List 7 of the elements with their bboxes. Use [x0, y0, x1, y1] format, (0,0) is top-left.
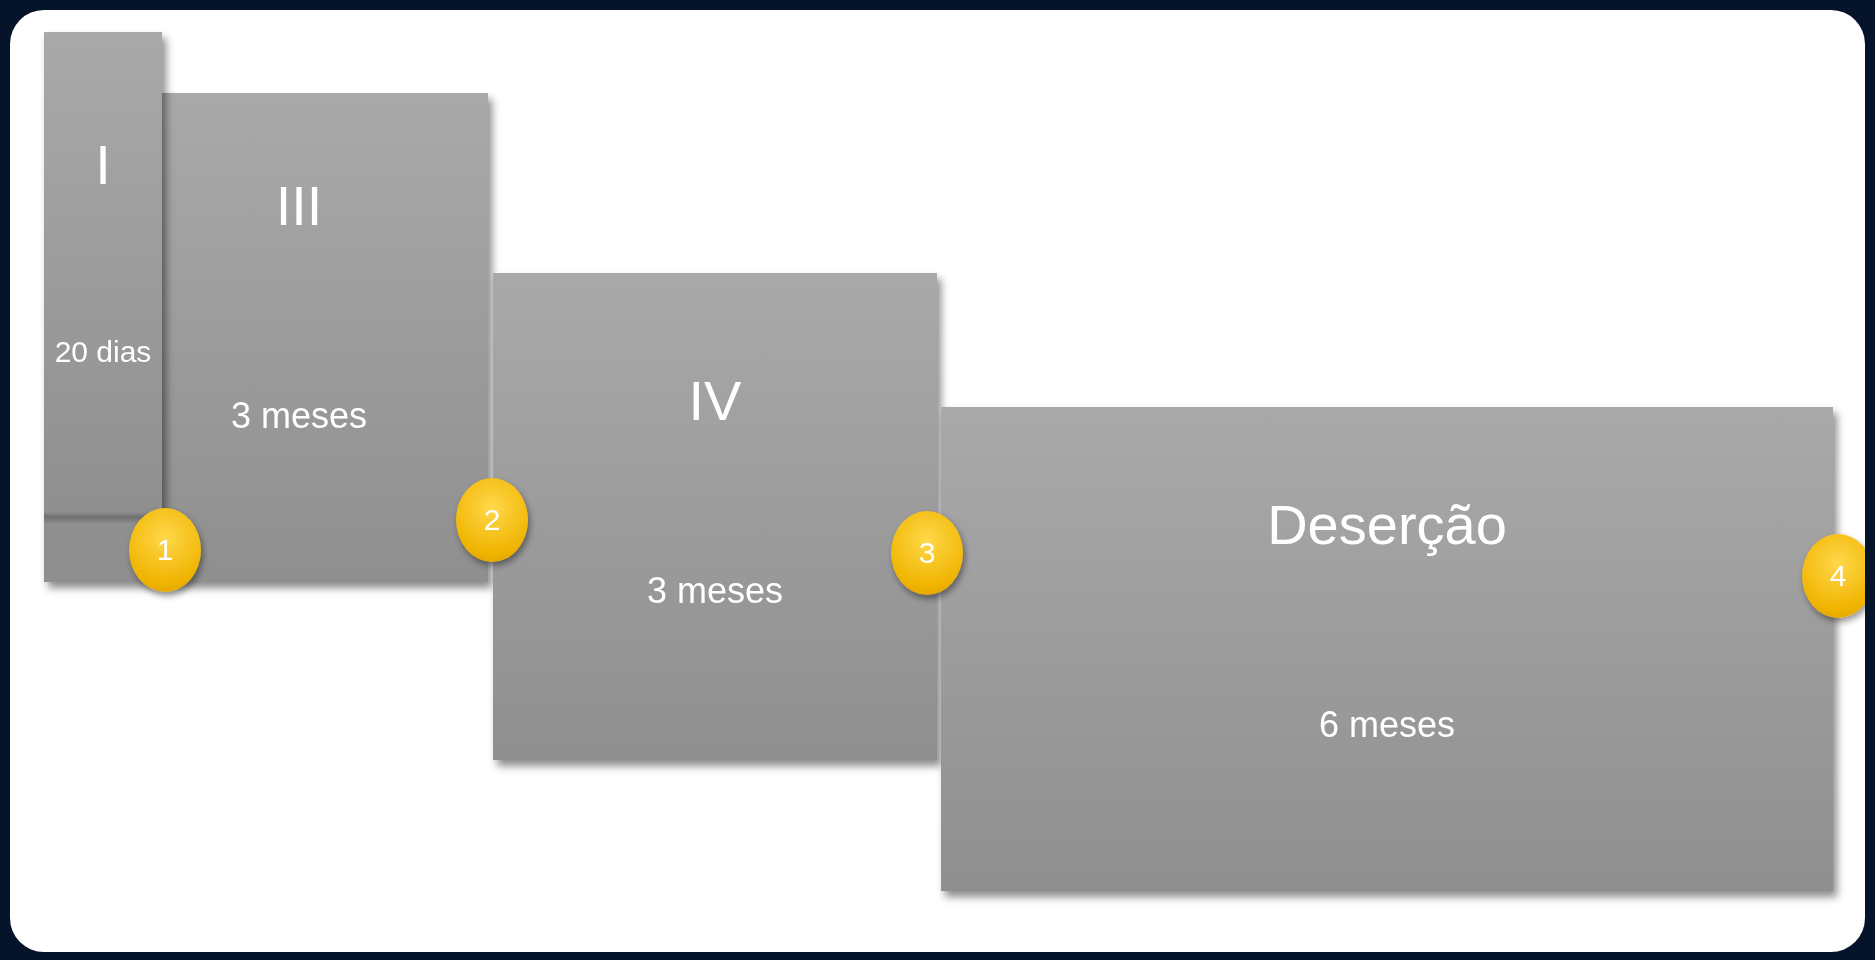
duration-text: 3 meses	[230, 398, 368, 434]
duration-text: 20 dias	[54, 337, 152, 367]
duration-text: 6 meses	[1318, 707, 1456, 743]
stage-numeral: I	[95, 137, 111, 193]
stage-numeral: III	[275, 178, 323, 234]
stage-numeral: IV	[688, 373, 742, 429]
duration-text: 3 meses	[646, 573, 784, 609]
